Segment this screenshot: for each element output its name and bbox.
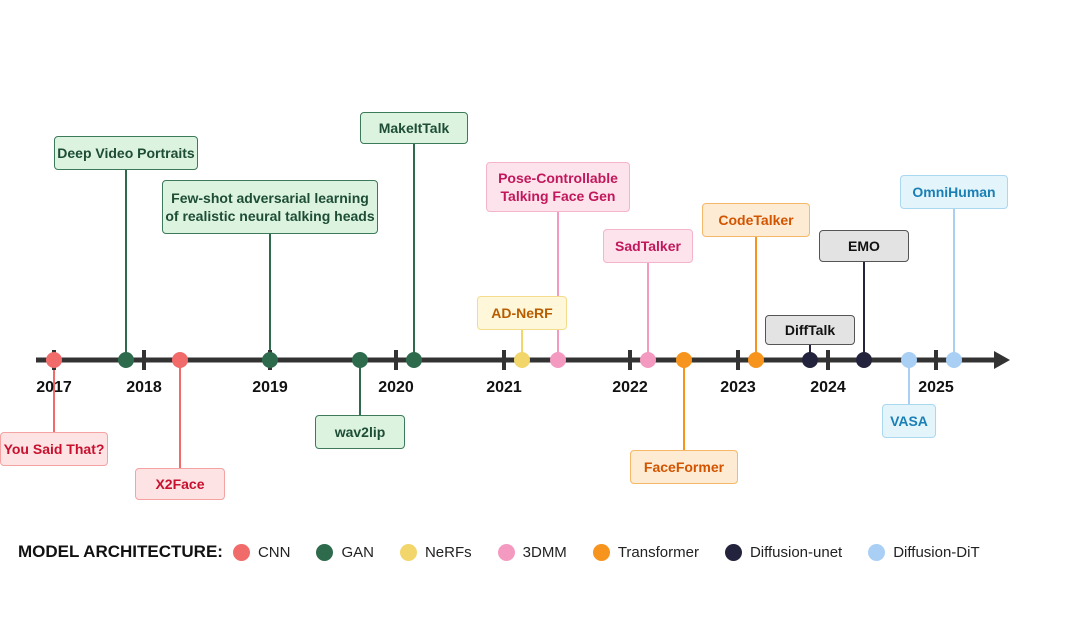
milestone-box: SadTalker — [603, 229, 693, 263]
legend-item-gan: GAN — [316, 543, 374, 561]
legend-label: CNN — [257, 543, 291, 561]
legend-swatch — [399, 543, 417, 561]
milestone-box: Pose-Controllable Talking Face Gen — [486, 162, 630, 212]
year-tick — [502, 350, 506, 370]
milestone-box: AD-NeRF — [477, 296, 567, 330]
milestone-dot — [802, 352, 818, 368]
year-label: 2024 — [810, 379, 846, 396]
milestone-dot — [550, 352, 566, 368]
legend-item-3dmm: 3DMM — [497, 543, 567, 561]
year-label: 2023 — [720, 379, 756, 396]
milestone-dot — [901, 352, 917, 368]
year-label: 2021 — [486, 379, 522, 396]
milestone-dot — [406, 352, 422, 368]
legend-label: NeRFs — [424, 543, 472, 561]
milestone-dot — [640, 352, 656, 368]
milestone-box: You Said That? — [0, 432, 108, 466]
milestone-dot — [856, 352, 872, 368]
milestone-box: CodeTalker — [702, 203, 810, 237]
milestone-dot — [748, 352, 764, 368]
year-tick — [142, 350, 146, 370]
legend-swatch — [232, 543, 250, 561]
year-label: 2017 — [36, 379, 72, 396]
legend-label: Diffusion-DiT — [893, 543, 980, 561]
milestone-dot — [676, 352, 692, 368]
legend-swatch — [868, 543, 886, 561]
year-label: 2025 — [918, 379, 954, 396]
legend-label: Diffusion-unet — [749, 543, 843, 561]
year-label: 2020 — [378, 379, 414, 396]
milestone-box: Few-shot adversarial learning of realist… — [162, 180, 378, 234]
year-tick — [736, 350, 740, 370]
legend-item-diffunet: Diffusion-unet — [724, 543, 843, 561]
milestone-box: MakeItTalk — [360, 112, 468, 144]
milestone-dot — [946, 352, 962, 368]
year-label: 2018 — [126, 379, 162, 396]
milestone-box: VASA — [882, 404, 936, 438]
legend-title: MODEL ARCHITECTURE: — [18, 542, 223, 561]
legend-item-transformer: Transformer — [592, 543, 699, 561]
milestone-box: EMO — [819, 230, 909, 262]
legend-swatch — [497, 543, 515, 561]
legend-label: Transformer — [617, 543, 699, 561]
year-tick — [628, 350, 632, 370]
legend-item-nerf: NeRFs — [399, 543, 472, 561]
year-tick — [826, 350, 830, 370]
milestone-box: OmniHuman — [900, 175, 1008, 209]
legend-item-cnn: CNN — [232, 543, 291, 561]
legend: MODEL ARCHITECTURE: CNN GAN NeRFs 3DMM Trans… — [18, 540, 1006, 564]
milestone-dot — [262, 352, 278, 368]
milestone-dot — [172, 352, 188, 368]
year-tick — [394, 350, 398, 370]
milestone-dot — [118, 352, 134, 368]
year-label: 2022 — [612, 379, 648, 396]
milestone-dot — [514, 352, 530, 368]
legend-label: GAN — [341, 543, 374, 561]
milestone-box: wav2lip — [315, 415, 405, 449]
milestone-box: X2Face — [135, 468, 225, 500]
milestone-box: DiffTalk — [765, 315, 855, 345]
milestone-dot — [46, 352, 62, 368]
legend-swatch — [724, 543, 742, 561]
year-label: 2019 — [252, 379, 288, 396]
milestone-dot — [352, 352, 368, 368]
axis-arrowhead — [994, 351, 1010, 369]
legend-item-diffdit: Diffusion-DiT — [868, 543, 980, 561]
legend-swatch — [316, 543, 334, 561]
milestone-box: FaceFormer — [630, 450, 738, 484]
legend-label: 3DMM — [522, 543, 567, 561]
year-tick — [934, 350, 938, 370]
milestone-box: Deep Video Portraits — [54, 136, 198, 170]
legend-items: CNN GAN NeRFs 3DMM Transformer Diffusion-unet… — [232, 543, 1006, 561]
legend-swatch — [592, 543, 610, 561]
